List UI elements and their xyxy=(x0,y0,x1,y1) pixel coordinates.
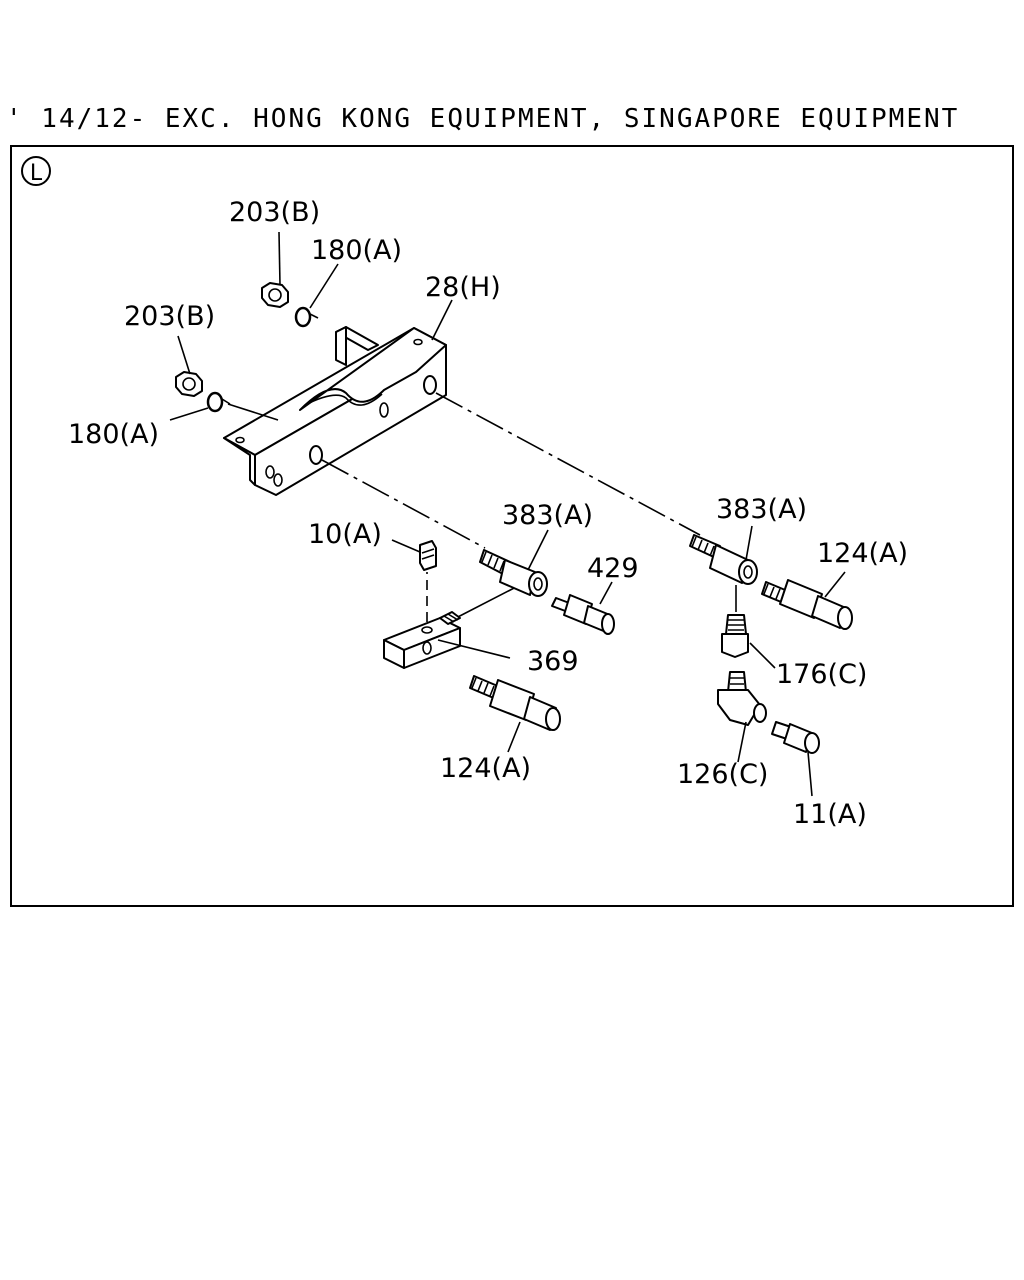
pressure-switch-124-right xyxy=(761,579,853,630)
adapter-383-left xyxy=(479,549,548,597)
callout-383a-right: 383(A) xyxy=(716,494,807,525)
diagram-frame xyxy=(10,145,1014,907)
mount-bracket xyxy=(223,326,447,496)
leader-lines xyxy=(169,231,846,797)
callout-203b-lower: 203(B) xyxy=(124,301,215,332)
callout-10a: 10(A) xyxy=(308,519,382,550)
callout-180a-upper: 180(A) xyxy=(311,235,402,266)
callout-383a-left: 383(A) xyxy=(502,500,593,531)
callout-180a-lower: 180(A) xyxy=(68,419,159,450)
nut-lower xyxy=(175,371,203,397)
adapter-383-right xyxy=(689,534,758,585)
diagram-header: ' 14/12- EXC. HONG KONG EQUIPMENT, SINGA… xyxy=(6,104,960,134)
callout-124a-right: 124(A) xyxy=(817,538,908,569)
union-176 xyxy=(721,614,749,658)
switch-429 xyxy=(551,594,615,635)
plug-11 xyxy=(771,721,820,754)
callout-126c: 126(C) xyxy=(677,759,768,790)
callout-11a: 11(A) xyxy=(793,799,867,830)
plug-10 xyxy=(419,540,437,571)
washer-upper xyxy=(294,306,319,328)
callout-429: 429 xyxy=(587,553,639,584)
callout-124a-lower: 124(A) xyxy=(440,753,531,784)
section-marker-letter: L xyxy=(30,161,43,186)
section-marker: L xyxy=(21,156,51,186)
callout-369: 369 xyxy=(527,646,579,677)
callout-28h: 28(H) xyxy=(425,272,501,303)
elbow-126 xyxy=(717,671,767,726)
callout-203b-upper: 203(B) xyxy=(229,197,320,228)
pressure-switch-124-lower xyxy=(469,675,561,731)
nut-upper xyxy=(261,282,289,308)
distribution-block-369 xyxy=(383,611,461,669)
callout-176c: 176(C) xyxy=(776,659,867,690)
washer-lower xyxy=(206,391,231,413)
